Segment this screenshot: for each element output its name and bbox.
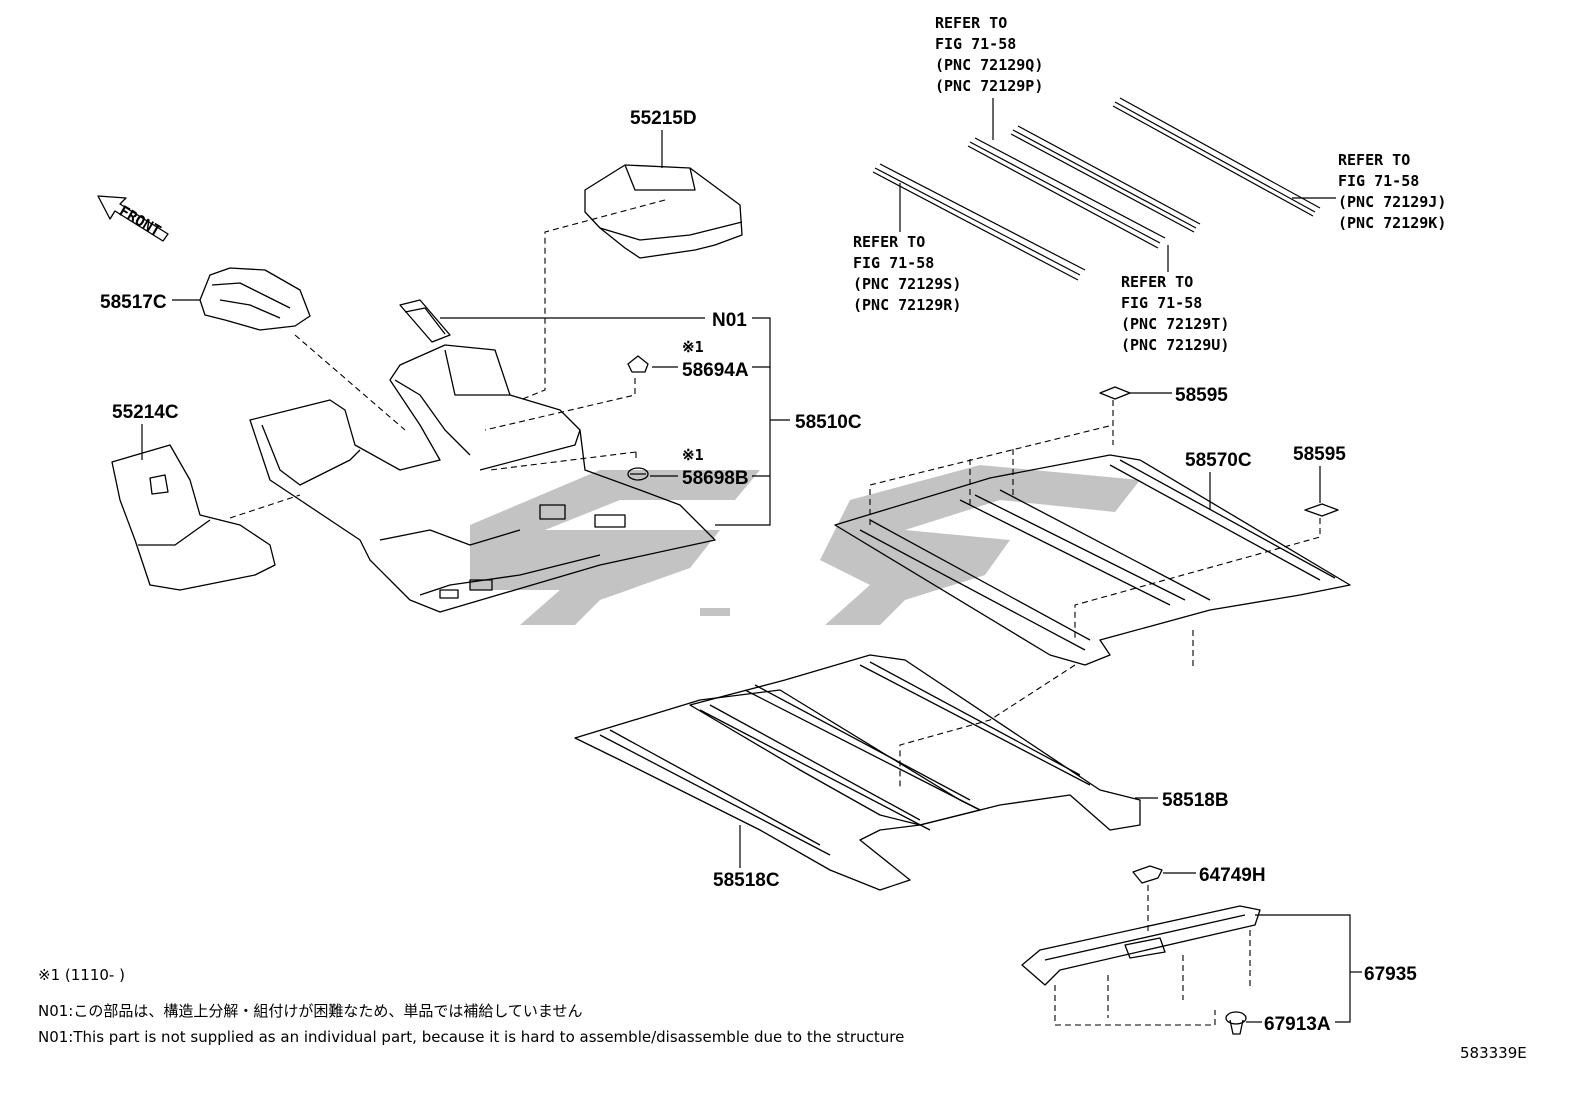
part-58595-pad-a <box>1099 386 1131 400</box>
watermark-logo <box>470 465 1140 625</box>
rail-set <box>872 97 1321 281</box>
part-58517C-bracket <box>199 267 311 331</box>
part-64749H-clip <box>1132 865 1163 884</box>
svg-text:FIG 71-58: FIG 71-58 <box>1338 172 1419 190</box>
svg-text:(PNC 72129J): (PNC 72129J) <box>1338 193 1446 211</box>
note-mark-58694A: ※1 <box>682 338 704 356</box>
front-arrow-icon: FRONT <box>97 195 169 242</box>
svg-text:REFER TO: REFER TO <box>935 14 1007 32</box>
note-mark-58698B: ※1 <box>682 446 704 464</box>
callout-58595a: 58595 <box>1175 385 1228 406</box>
svg-text:(PNC 72129U): (PNC 72129U) <box>1121 336 1229 354</box>
callout-58510C: 58510C <box>795 412 862 433</box>
part-58510C-front-carpet <box>249 344 716 613</box>
svg-text:(PNC 72129S): (PNC 72129S) <box>853 275 961 293</box>
part-67935-scuff-plate <box>1021 905 1261 986</box>
svg-text:(PNC 72129K): (PNC 72129K) <box>1338 214 1446 232</box>
part-58570C-rear-carpet <box>834 454 1351 666</box>
part-58694A-clip <box>627 355 649 373</box>
callout-N01: N01 <box>712 310 747 331</box>
svg-text:(PNC 72129T): (PNC 72129T) <box>1121 315 1229 333</box>
svg-text:FIG 71-58: FIG 71-58 <box>935 35 1016 53</box>
callout-58595b: 58595 <box>1293 444 1346 465</box>
note-n01-en: N01:This part is not supplied as an indi… <box>38 1028 904 1046</box>
date-note: ※1 (1110- ) <box>38 966 125 984</box>
callout-58518B: 58518B <box>1162 790 1229 811</box>
part-58518C-mat <box>574 689 981 891</box>
ref-block-72129J: REFER TO FIG 71-58 (PNC 72129J) (PNC 721… <box>1338 151 1446 232</box>
ref-block-72129Q: REFER TO FIG 71-58 (PNC 72129Q) (PNC 721… <box>935 14 1043 95</box>
callout-58694A: 58694A <box>682 360 749 381</box>
note-n01-ja: N01:この部品は、構造上分解・組付けが困難なため、単品では補給していません <box>38 1002 582 1020</box>
svg-text:REFER TO: REFER TO <box>853 233 925 251</box>
svg-text:(PNC 72129R): (PNC 72129R) <box>853 296 961 314</box>
callout-64749H: 64749H <box>1199 865 1266 886</box>
callout-55214C: 55214C <box>112 402 179 423</box>
svg-text:(PNC 72129Q): (PNC 72129Q) <box>935 56 1043 74</box>
svg-text:REFER TO: REFER TO <box>1338 151 1410 169</box>
ref-block-72129T: REFER TO FIG 71-58 (PNC 72129T) (PNC 721… <box>1121 273 1229 354</box>
callout-58517C: 58517C <box>100 292 167 313</box>
part-58595-pad-b <box>1304 503 1339 517</box>
part-67913A-clip <box>1225 1011 1247 1035</box>
front-label: FRONT <box>116 202 164 240</box>
callout-67935: 67935 <box>1364 964 1417 985</box>
callout-67913A: 67913A <box>1264 1014 1331 1035</box>
callout-58698B: 58698B <box>682 468 749 489</box>
callout-55215D: 55215D <box>630 108 697 129</box>
svg-text:FIG 71-58: FIG 71-58 <box>853 254 934 272</box>
part-58518B-mat <box>689 654 1141 831</box>
svg-text:FIG 71-58: FIG 71-58 <box>1121 294 1202 312</box>
ref-block-72129S: REFER TO FIG 71-58 (PNC 72129S) (PNC 721… <box>853 233 961 314</box>
callout-58518C: 58518C <box>713 870 780 891</box>
svg-text:(PNC 72129P): (PNC 72129P) <box>935 77 1043 95</box>
svg-text:REFER TO: REFER TO <box>1121 273 1193 291</box>
part-55214C-panel <box>111 444 276 591</box>
callout-58570C: 58570C <box>1185 450 1252 471</box>
part-N01-pad <box>399 299 451 343</box>
part-58698B-clip <box>627 467 649 481</box>
part-55215D-cover <box>584 164 743 259</box>
figure-id: 583339E <box>1460 1044 1527 1062</box>
